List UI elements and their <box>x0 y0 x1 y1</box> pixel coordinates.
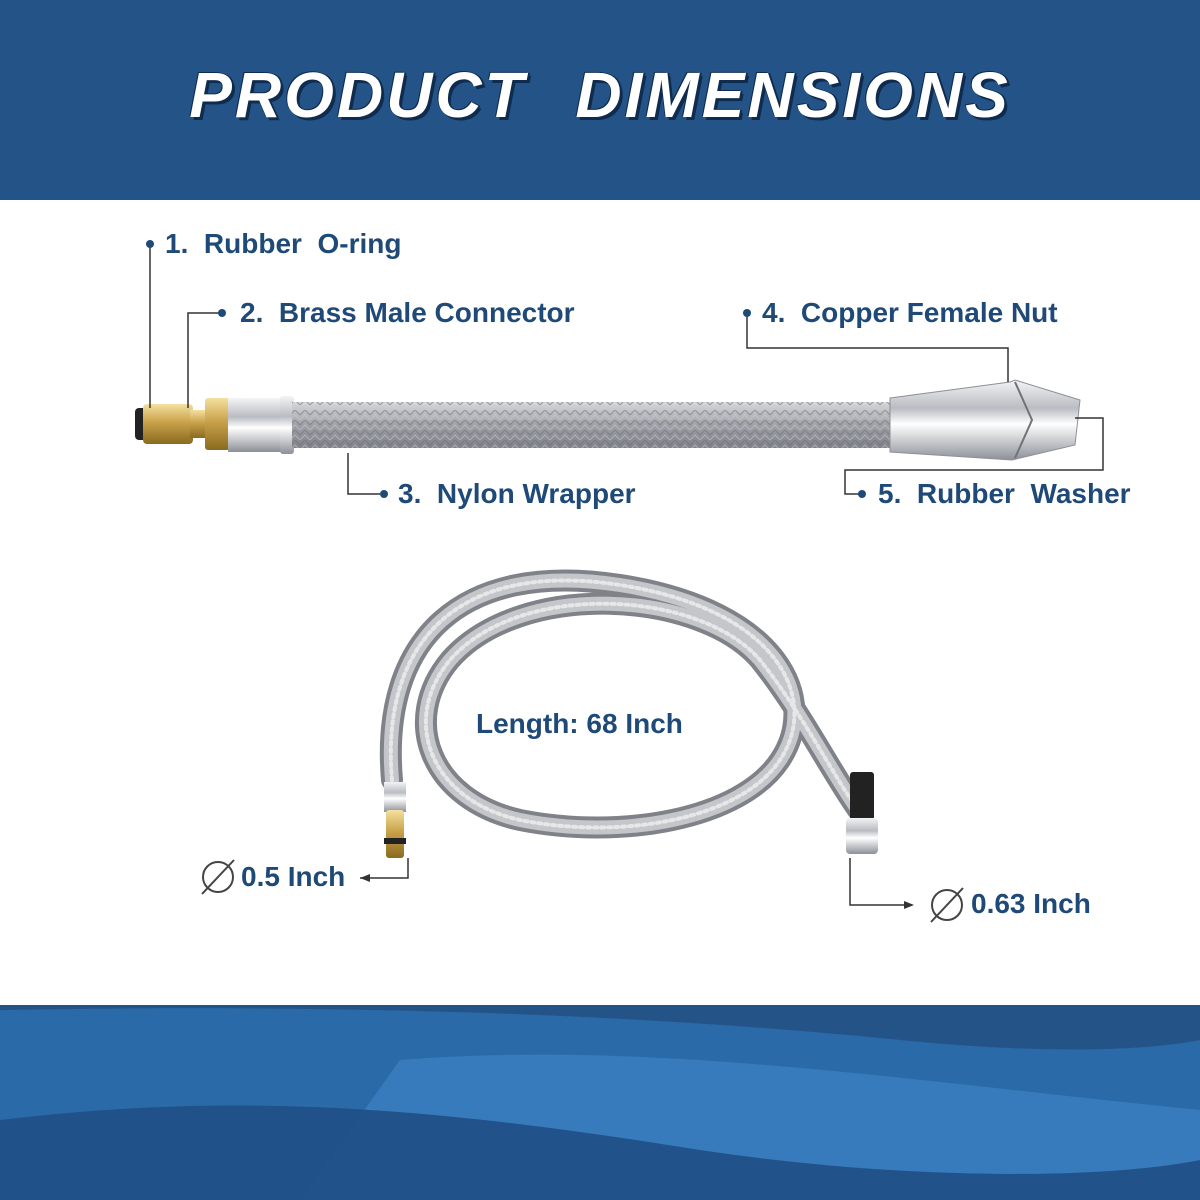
header-banner: PRODUCT DIMENSIONS <box>0 0 1200 200</box>
right-diameter-label: 0.63 Inch <box>971 888 1091 919</box>
right-fitting <box>846 772 878 854</box>
leader-lines <box>149 242 1104 495</box>
part-label-brass-male-connector: 2. Brass Male Connector <box>240 297 575 328</box>
hose-length-label: Length: 68 Inch <box>476 708 683 739</box>
ferrule <box>228 398 283 452</box>
left-diameter-label: 0.5 Inch <box>241 861 346 892</box>
copper-female-nut <box>889 379 1081 461</box>
brass-connector-body <box>205 398 230 450</box>
left-fitting <box>384 782 406 858</box>
page-title: PRODUCT DIMENSIONS <box>189 59 1011 131</box>
part-label-copper-female-nut: 4. Copper Female Nut <box>762 297 1058 328</box>
hose-detail <box>135 379 1081 461</box>
part-label-rubber-washer: 5. Rubber Washer <box>878 478 1131 509</box>
brass-connector-tip <box>143 404 193 444</box>
dimension-lines <box>360 858 912 906</box>
diameter-icon <box>201 859 235 895</box>
part-label-rubber-o-ring: 1. Rubber O-ring <box>165 228 402 259</box>
coiled-hose <box>379 569 869 839</box>
footer-waves <box>0 1005 1200 1200</box>
leader-dots <box>146 240 866 498</box>
diameter-icon <box>930 887 964 923</box>
part-label-nylon-wrapper: 3. Nylon Wrapper <box>398 478 636 509</box>
